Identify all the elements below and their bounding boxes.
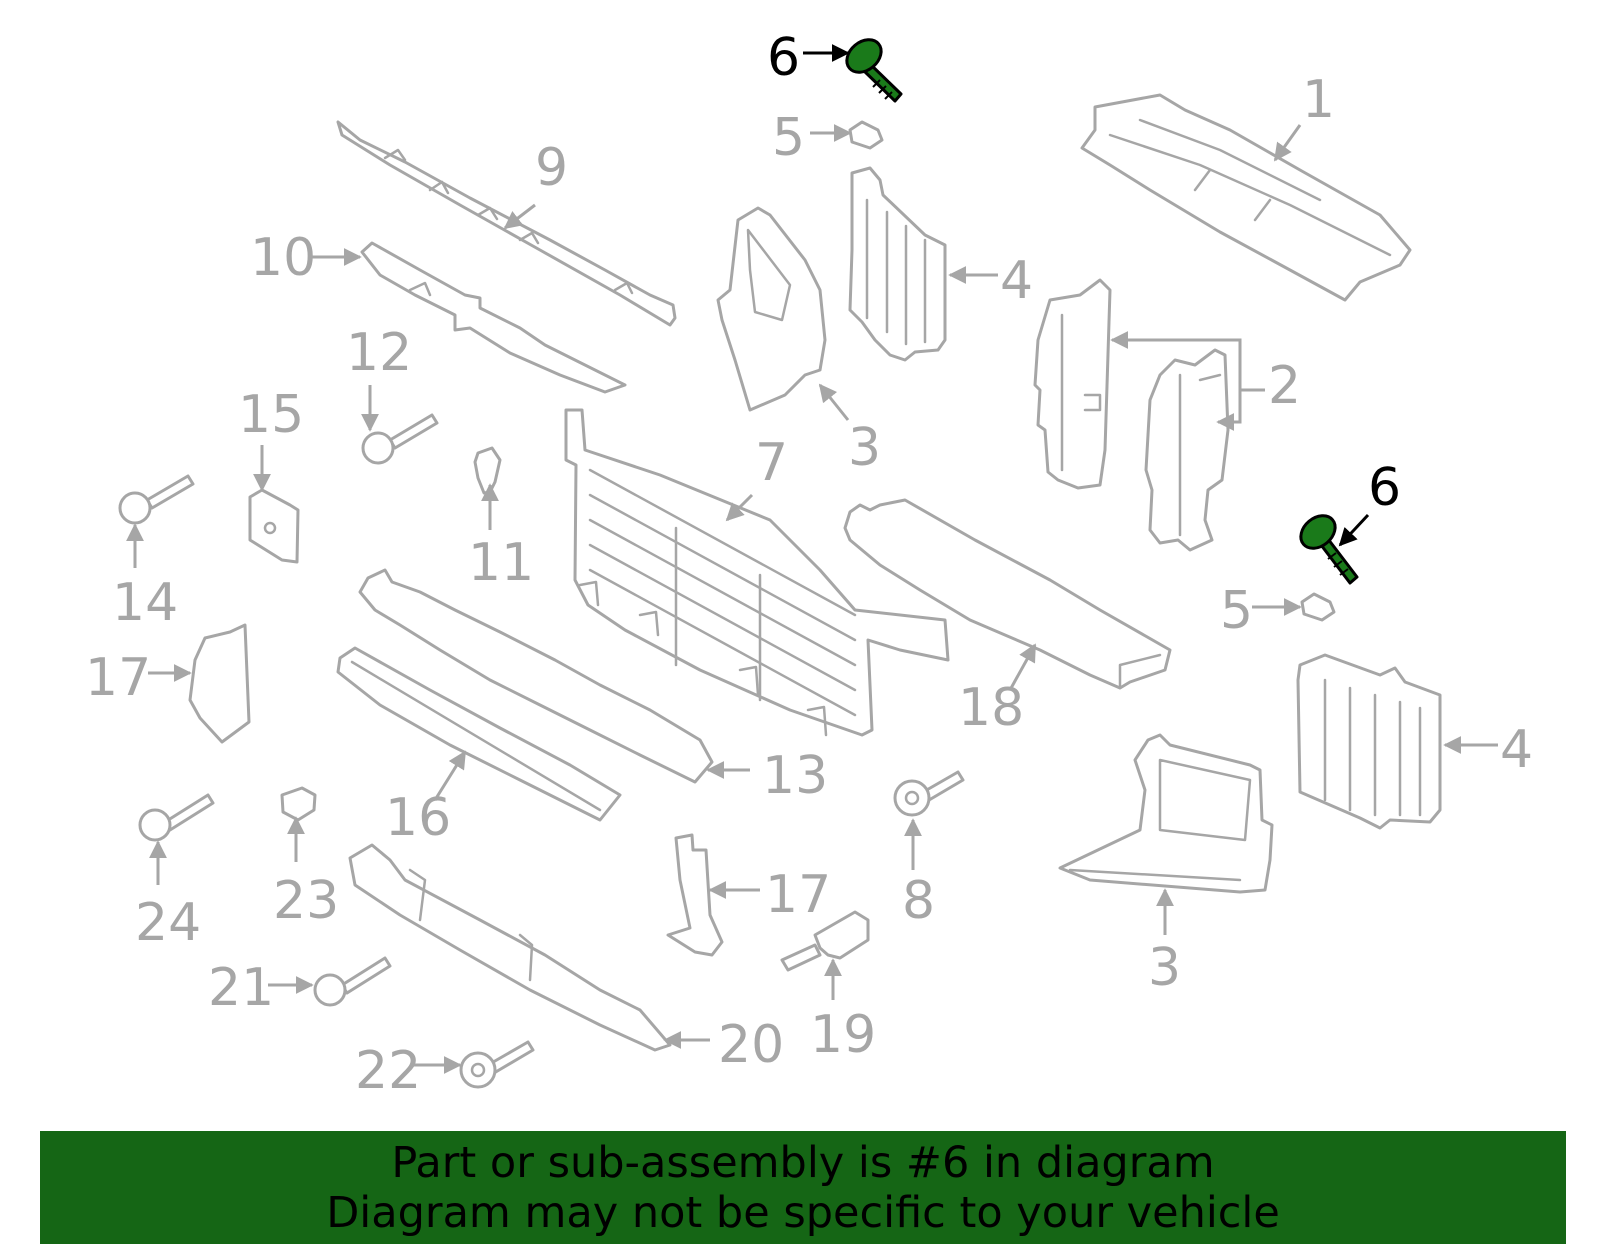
callout-17-lower: 17	[765, 865, 831, 925]
leader-lines	[126, 44, 1498, 1074]
callout-3-lower: 3	[1148, 938, 1181, 998]
callout-19: 19	[810, 1005, 876, 1065]
callout-15: 15	[238, 385, 304, 445]
callout-1: 1	[1302, 70, 1335, 130]
part-3-upper-air-guide	[716, 206, 827, 412]
part-17-seal	[666, 833, 724, 957]
callout-14: 14	[112, 573, 178, 633]
part-19-sensor	[780, 910, 870, 972]
part-24-bolt	[138, 793, 215, 842]
callout-21: 21	[208, 958, 274, 1018]
callout-24: 24	[135, 893, 201, 953]
callout-7: 7	[755, 433, 788, 493]
callout-23: 23	[273, 871, 339, 931]
callout-10: 10	[250, 228, 316, 288]
callout-5-upper: 5	[772, 108, 805, 168]
part-18-lower-deflector	[843, 498, 1172, 690]
part-6-bolt-upper	[845, 38, 903, 103]
callout-12: 12	[346, 323, 412, 383]
part-4-upper-shutter	[848, 166, 947, 362]
banner-line-2: Diagram may not be specific to your vehi…	[326, 1188, 1280, 1238]
callout-2: 2	[1268, 356, 1301, 416]
part-17-side-panel	[188, 623, 251, 744]
part-22-screw	[459, 1040, 535, 1089]
banner-line-1: Part or sub-assembly is #6 in diagram	[391, 1138, 1215, 1188]
part-10-bracket	[360, 241, 627, 394]
callout-6-upper: 6	[767, 28, 800, 88]
callout-16: 16	[385, 788, 451, 848]
callout-20: 20	[718, 1015, 784, 1075]
info-banner: Part or sub-assembly is #6 in diagram Di…	[40, 1131, 1566, 1244]
part-12-bolt	[361, 413, 439, 465]
callout-17-left: 17	[85, 648, 151, 708]
part-23-clip	[280, 786, 317, 822]
part-8-screw	[893, 770, 965, 817]
part-5-nut-lower	[1300, 592, 1336, 622]
part-9-grille-bar	[336, 120, 677, 327]
part-3-lower-air-guide	[1058, 733, 1274, 894]
part-2-brackets	[1033, 278, 1230, 552]
part-7-grille-shutter	[564, 408, 950, 737]
callout-4-upper: 4	[1000, 251, 1033, 311]
callout-22: 22	[355, 1041, 421, 1101]
callout-11: 11	[468, 533, 534, 593]
part-5-nut-upper	[848, 120, 884, 150]
callout-9: 9	[535, 138, 568, 198]
callout-13: 13	[762, 746, 828, 806]
callout-18: 18	[958, 678, 1024, 738]
callout-3-upper: 3	[848, 418, 881, 478]
callout-8: 8	[902, 871, 935, 931]
callout-5-lower: 5	[1220, 581, 1253, 641]
part-14-bolt	[118, 474, 195, 525]
part-21-bolt	[313, 956, 392, 1007]
part-16-lower-bar	[336, 646, 622, 822]
part-4-lower-shutter	[1296, 653, 1442, 830]
part-11-clip	[473, 446, 502, 495]
part-15-bracket	[248, 488, 300, 564]
part-1-upper-deflector	[1080, 93, 1412, 302]
part-20-lower-panel	[348, 843, 672, 1052]
callout-6-lower: 6	[1368, 458, 1401, 518]
callout-4-lower: 4	[1500, 720, 1533, 780]
part-6-bolt-lower	[1299, 514, 1359, 585]
